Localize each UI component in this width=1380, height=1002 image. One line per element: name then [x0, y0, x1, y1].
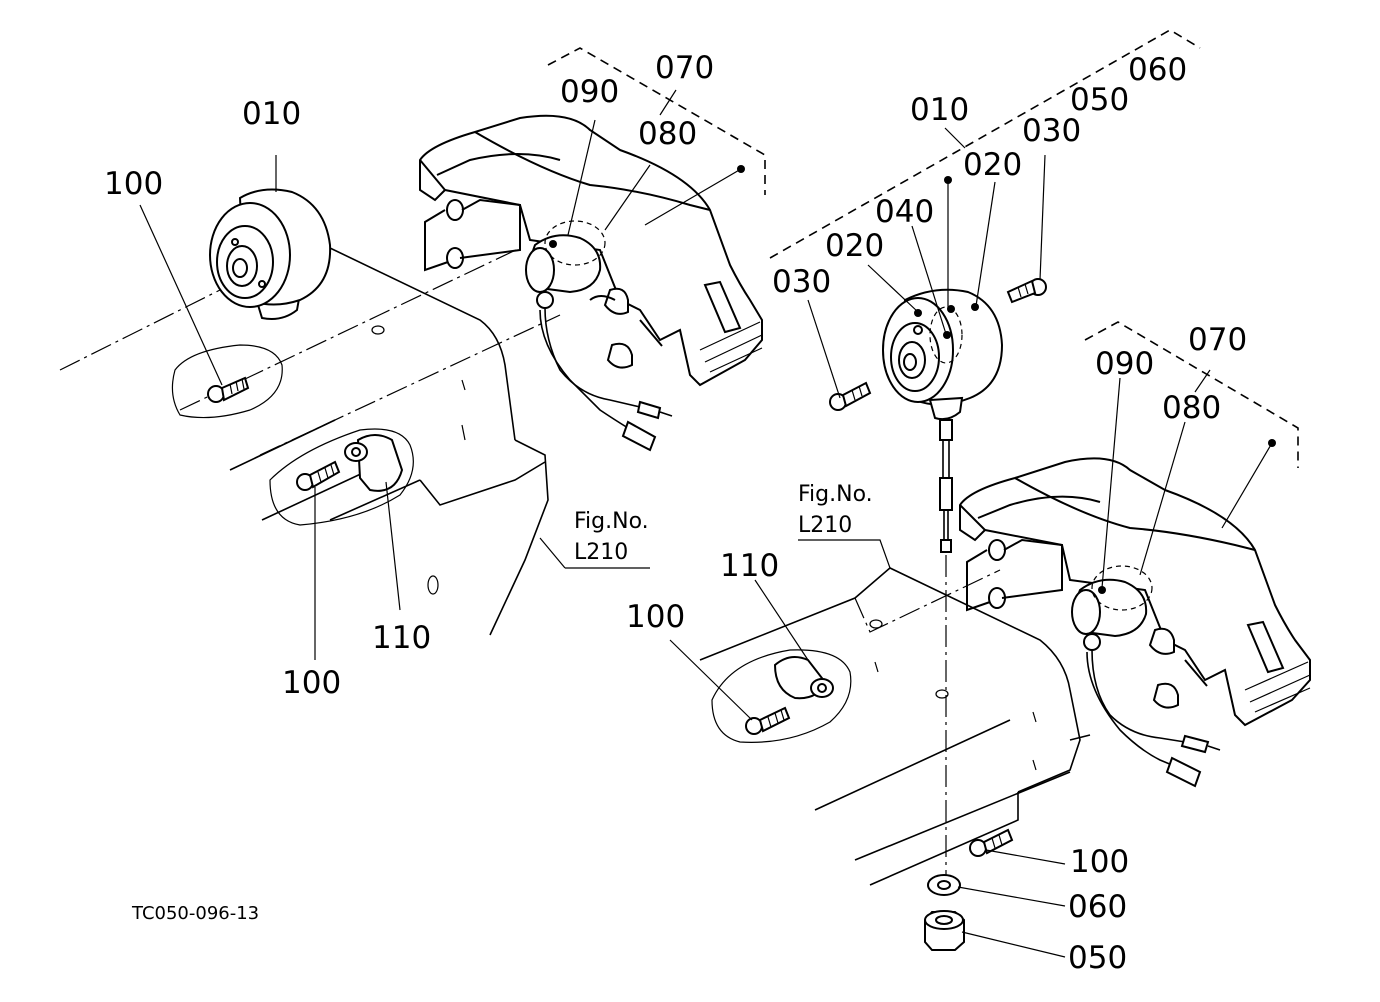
right-round-lamp — [882, 288, 1004, 441]
left-label-010: 010 — [242, 96, 301, 132]
right-label-110: 110 — [720, 548, 779, 584]
right-label-030-right: 030 — [1022, 113, 1081, 149]
right-label-050-top: 050 — [1070, 82, 1129, 118]
left-pad — [171, 344, 283, 419]
left-fender-body — [229, 247, 549, 636]
left-screw-top — [207, 376, 250, 403]
right-washer — [927, 874, 961, 896]
right-label-040: 040 — [875, 194, 934, 230]
right-label-090: 090 — [1095, 346, 1154, 382]
left-clip — [344, 434, 404, 492]
right-nut — [924, 910, 965, 951]
right-fig-ref-line1: Fig.No. — [798, 482, 873, 507]
right-label-100-bottom: 100 — [1070, 844, 1129, 880]
right-clip — [773, 655, 834, 700]
right-070-bracket — [1084, 321, 1299, 468]
left-centerline-3 — [259, 314, 561, 456]
right-label-080: 080 — [1162, 390, 1221, 426]
left-070-bracket — [547, 47, 766, 195]
right-screw-030-left — [829, 381, 872, 411]
right-leaders — [669, 127, 1211, 958]
left-fig-ref-line2: L210 — [574, 540, 628, 565]
left-fig-ref-line1: Fig.No. — [574, 509, 649, 534]
right-label-020-right: 020 — [963, 147, 1022, 183]
left-label-100-bottom: 100 — [282, 665, 341, 701]
right-lamp-stem — [939, 440, 953, 880]
right-fig-ref-line2: L210 — [798, 513, 852, 538]
right-label-060-top: 060 — [1128, 52, 1187, 88]
right-fender-body — [699, 567, 1091, 886]
left-assembly: 010 100 070 090 080 100 110 Fig.No. L210 — [59, 47, 766, 701]
right-label-030-left: 030 — [772, 264, 831, 300]
left-screw-bottom — [296, 460, 341, 491]
right-label-010: 010 — [910, 92, 969, 128]
left-wires — [539, 307, 673, 452]
left-round-lamp — [209, 188, 332, 320]
right-screw-100-left — [745, 706, 791, 735]
drawing-code: TC050-096-13 — [131, 903, 259, 924]
right-fender-lamp-housing — [959, 457, 1311, 727]
left-fender-lamp-housing — [419, 114, 763, 387]
right-main-bracket — [769, 29, 1201, 259]
right-label-060-bottom: 060 — [1068, 889, 1127, 925]
left-label-100-top: 100 — [104, 166, 163, 202]
left-label-090: 090 — [560, 74, 619, 110]
right-label-100-left: 100 — [626, 599, 685, 635]
right-label-070: 070 — [1188, 322, 1247, 358]
right-wires — [1086, 649, 1221, 788]
right-assembly: 010 060 050 030 020 040 020 030 070 090 … — [626, 29, 1311, 976]
right-screw-030-right — [1006, 278, 1047, 304]
left-label-080: 080 — [638, 116, 697, 152]
right-screw-100-bottom — [969, 828, 1014, 857]
left-leaders — [139, 89, 677, 660]
right-bulb-socket — [1071, 565, 1153, 651]
right-label-050-bottom: 050 — [1068, 940, 1127, 976]
right-label-020-left: 020 — [825, 228, 884, 264]
left-label-070: 070 — [655, 50, 714, 86]
left-bulb-socket — [525, 220, 606, 309]
left-centerline-1 — [59, 284, 231, 371]
left-label-110: 110 — [372, 620, 431, 656]
